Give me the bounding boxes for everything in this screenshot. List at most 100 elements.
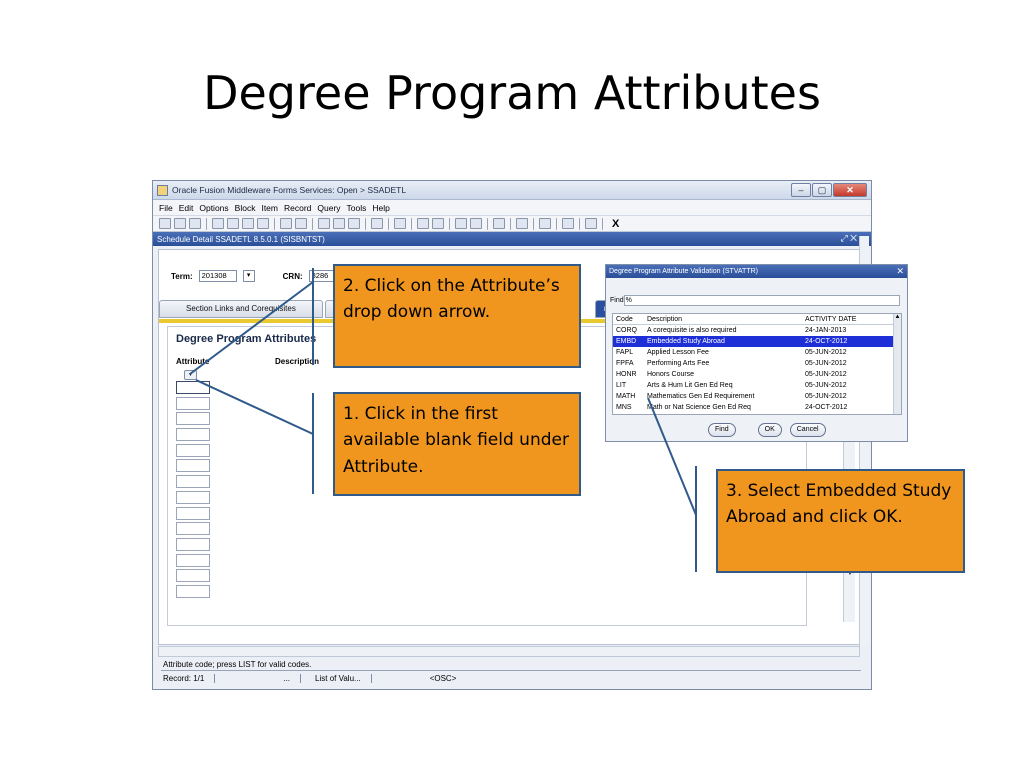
form-window-controls[interactable]: ⤢ ✕ [840,233,857,243]
list-scrollbar[interactable]: ▲ [893,314,901,414]
status-hint: Attribute code; press LIST for valid cod… [161,659,861,671]
scroll-down-icon[interactable]: ▼ [846,570,854,577]
lightbulb-icon[interactable] [585,218,597,229]
attribute-rows [176,381,210,601]
form-title: Schedule Detail SSADETL 8.5.0.1 (SISBNTS… [157,234,325,244]
validation-dialog: Degree Program Attribute Validation (STV… [605,264,908,442]
attribute-field[interactable] [176,381,210,394]
toolbar-separator [274,217,275,230]
menu-file[interactable]: File [159,202,173,213]
rollback-icon[interactable] [174,218,186,229]
menu-tools[interactable]: Tools [346,202,367,213]
attribute-field[interactable] [176,459,210,473]
delete-record-icon[interactable] [348,218,360,229]
menu-edit[interactable]: Edit [178,202,194,213]
attribute-field[interactable] [176,522,210,536]
workflow-icon[interactable] [516,218,528,229]
term-label: Term: [171,271,193,281]
osc-indicator: <OSC> [429,673,457,683]
key-block: Term: 201308 ▾ CRN: 8286 [171,270,347,282]
menu-record[interactable]: Record [283,202,312,213]
menu-help[interactable]: Help [372,202,390,213]
remove-record-icon[interactable] [333,218,345,229]
find-label: Find [610,297,624,304]
list-item[interactable]: MATH Mathematics Gen Ed Requirement 05-J… [616,393,847,400]
insert-record-icon[interactable] [318,218,330,229]
menu-block[interactable]: Block [234,202,256,213]
close-button[interactable]: ✕ [833,183,867,197]
status-bar: Record: 1/1 ... List of Valu... <OSC> [161,672,861,684]
attribute-field[interactable] [176,506,210,520]
attribute-field[interactable] [176,443,210,457]
attribute-field[interactable] [176,428,210,442]
search-icon[interactable] [417,218,429,229]
java-app-icon [157,184,168,196]
callout-step-2: 2. Click on the Attribute’s drop down ar… [333,264,581,368]
list-item-selected[interactable]: EMBD Embedded Study Abroad 24-OCT-2012 [613,336,901,347]
save-icon[interactable] [159,218,171,229]
toolbar-separator [365,217,366,230]
minimize-button[interactable]: – [791,183,811,197]
list-item[interactable]: CORQ A corequisite is also required 24-J… [616,327,847,334]
menu-options[interactable]: Options [199,202,229,213]
toolbar-separator [312,217,313,230]
attribute-list: Code Description ACTIVITY DATE CORQ A co… [612,313,902,415]
status-ellipsis: ... [283,673,302,683]
toolbar-separator [533,217,534,230]
horizontal-scrollbar[interactable] [158,646,860,657]
toolbar-separator [579,217,580,230]
toolbar-separator [206,217,207,230]
attribute-field[interactable] [176,569,210,583]
add-icon[interactable] [432,218,444,229]
window-titlebar: Oracle Fusion Middleware Forms Services:… [153,181,871,200]
toolbar-separator [449,217,450,230]
cancel-button[interactable]: Cancel [789,423,826,437]
attribute-field[interactable] [176,396,210,410]
print-page-icon[interactable] [394,218,406,229]
attribute-field[interactable] [176,537,210,551]
ok-button[interactable]: OK [757,423,782,437]
list-values-icon[interactable] [371,218,383,229]
term-field[interactable]: 201308 [198,270,237,282]
sound-icon[interactable] [493,218,505,229]
list-item[interactable]: MNS Math or Nat Science Gen Ed Req 24-OC… [616,404,848,411]
list-item[interactable]: FPFA Performing Arts Fee 05-JUN-2012 [616,360,847,367]
exit-button[interactable]: X [612,217,620,230]
date-header: ACTIVITY DATE [805,316,857,323]
toolbar-separator [556,217,557,230]
enter-query-icon[interactable] [280,218,292,229]
list-header: Code Description ACTIVITY DATE [613,314,901,325]
find-button[interactable]: Find [708,423,736,437]
previous-icon[interactable] [227,218,239,229]
extract-icon[interactable] [539,218,551,229]
maximize-button[interactable]: ▢ [812,183,832,197]
print-icon[interactable] [189,218,201,229]
term-dropdown-button[interactable]: ▾ [242,270,255,282]
attribute-field[interactable] [176,490,210,504]
toolbar-separator [411,217,412,230]
list-item[interactable]: HONR Honors Course 05-JUN-2012 [616,371,847,378]
first-record-icon[interactable] [212,218,224,229]
menu-query[interactable]: Query [317,202,341,213]
attribute-field[interactable] [176,553,210,567]
attribute-dropdown-button[interactable]: ▾ [184,370,197,380]
attribute-field[interactable] [176,475,210,489]
list-item[interactable]: LIT Arts & Hum Lit Gen Ed Req 05-JUN-201… [616,382,847,389]
attribute-field[interactable] [176,412,210,426]
next-icon[interactable] [242,218,254,229]
callout-step-1: 1. Click in the first available blank fi… [333,392,581,496]
find-input[interactable]: % [623,295,900,306]
tab-section-links[interactable]: Section Links and Corequisites [159,300,323,318]
attribute-field[interactable] [176,584,210,598]
dialog-close-icon[interactable]: ✕ [896,266,904,276]
find-row: Find % [610,295,900,306]
list-item[interactable]: FAPL Applied Lesson Fee 05-JUN-2012 [616,349,847,356]
execute-query-icon[interactable] [295,218,307,229]
slide-title: Degree Program Attributes [203,66,821,120]
toolbar-separator [602,217,603,230]
paste-icon[interactable] [470,218,482,229]
copy-icon[interactable] [455,218,467,229]
help-icon[interactable] [562,218,574,229]
menu-item[interactable]: Item [261,202,278,213]
last-record-icon[interactable] [257,218,269,229]
